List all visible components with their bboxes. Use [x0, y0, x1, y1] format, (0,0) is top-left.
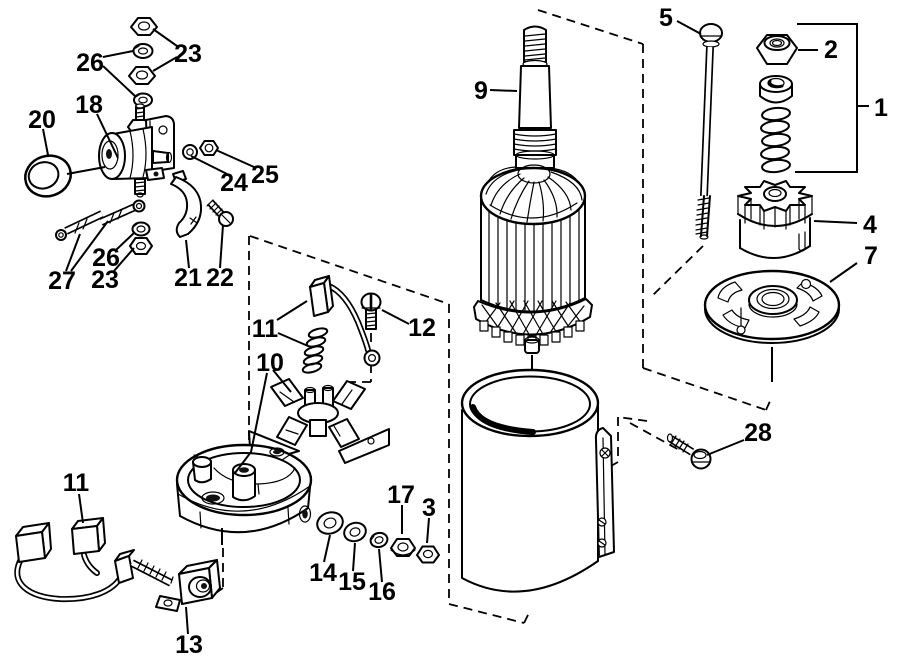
part-pinion-4 — [737, 180, 813, 259]
solenoid-terminal-stud — [135, 103, 145, 121]
armature-lower-stub — [524, 339, 540, 354]
callout-18: 18 — [75, 91, 103, 119]
part-housing-frame — [460, 368, 615, 593]
callout-14: 14 — [309, 559, 337, 587]
part-bracket-21 — [170, 170, 203, 238]
callout-11-lower: 11 — [63, 469, 90, 497]
callout-17: 17 — [387, 481, 415, 509]
part-bolt-5 — [695, 23, 723, 240]
callout-2: 2 — [824, 36, 838, 64]
armature-laminations — [488, 209, 580, 321]
callout-22: 22 — [206, 264, 234, 292]
callout-9: 9 — [474, 77, 488, 105]
part-nut-23-second — [128, 66, 156, 85]
armature-winding-dome — [479, 166, 587, 226]
solenoid-plunger-stud — [134, 178, 146, 198]
callout-16: 16 — [368, 578, 396, 606]
callout-26-top: 26 — [76, 49, 104, 77]
part-cap-20 — [24, 154, 72, 198]
part-brush-spring-11 — [301, 327, 329, 374]
callout-28: 28 — [744, 419, 772, 447]
part-screw-22 — [206, 199, 234, 227]
part-solenoid-18 — [98, 103, 175, 198]
callout-7: 7 — [864, 242, 878, 270]
part-bolt-28 — [666, 433, 712, 470]
part-lockwasher-16 — [369, 531, 389, 549]
callout-25: 25 — [251, 161, 279, 189]
callout-3: 3 — [422, 494, 436, 522]
callout-23-top: 23 — [174, 40, 202, 68]
part-endcap-7 — [703, 269, 841, 344]
part-lockwasher-26-top — [132, 43, 154, 59]
part-nut-3 — [416, 545, 440, 564]
callout-12: 12 — [408, 314, 436, 342]
leader-lines — [42, 20, 858, 635]
callout-11-upper: 11 — [252, 315, 279, 343]
part-nut-17 — [390, 538, 416, 557]
part-armature-9 — [473, 25, 593, 354]
callout-26-bottom: 26 — [92, 244, 120, 272]
part-nut-2 — [756, 34, 798, 65]
armature-shaft — [518, 65, 552, 129]
part-links-27 — [55, 199, 146, 241]
part-nut-23-top — [130, 17, 158, 36]
kit-bracket-1 — [795, 23, 869, 173]
part-nut-23-bottom — [129, 237, 153, 255]
part-lockwasher-26-bottom — [131, 221, 151, 237]
assembly-dashed-lines — [212, 9, 772, 624]
part-drive-spring — [760, 106, 791, 174]
callout-13: 13 — [175, 631, 203, 657]
callout-labels: 1 2 3 4 5 7 9 10 11 11 12 13 14 15 16 17… — [28, 4, 888, 657]
solenoid-side-terminal — [152, 150, 169, 164]
part-nut-25 — [199, 140, 219, 156]
part-brush-11-upper — [309, 275, 381, 367]
plate-center-post — [232, 463, 256, 502]
armature-commutator-band — [473, 298, 593, 347]
housing-mount-strip — [594, 427, 615, 558]
callout-5: 5 — [659, 4, 673, 32]
part-brush-plate — [175, 443, 313, 534]
part-spacer-bushing — [759, 75, 793, 104]
part-washer-15 — [343, 521, 367, 543]
callout-27: 27 — [48, 267, 76, 295]
callout-23-bottom: 23 — [91, 266, 119, 294]
solenoid-front-face — [98, 132, 126, 180]
callout-21: 21 — [174, 264, 202, 292]
callout-1: 1 — [874, 94, 888, 122]
part-screw-12 — [360, 292, 382, 330]
callout-24: 24 — [220, 169, 248, 197]
part-washer-24 — [182, 144, 198, 160]
callout-15: 15 — [338, 568, 366, 596]
callout-20: 20 — [28, 106, 56, 134]
cap-to-solenoid-line — [66, 166, 106, 175]
callout-10: 10 — [256, 349, 284, 377]
callout-4: 4 — [863, 211, 877, 239]
part-brush-set-11-lower — [14, 517, 174, 603]
plate-boss — [192, 456, 212, 484]
armature-worm — [513, 129, 557, 156]
part-terminal-13 — [155, 559, 221, 612]
part-washer-14 — [316, 511, 344, 535]
armature-windings — [485, 166, 583, 223]
